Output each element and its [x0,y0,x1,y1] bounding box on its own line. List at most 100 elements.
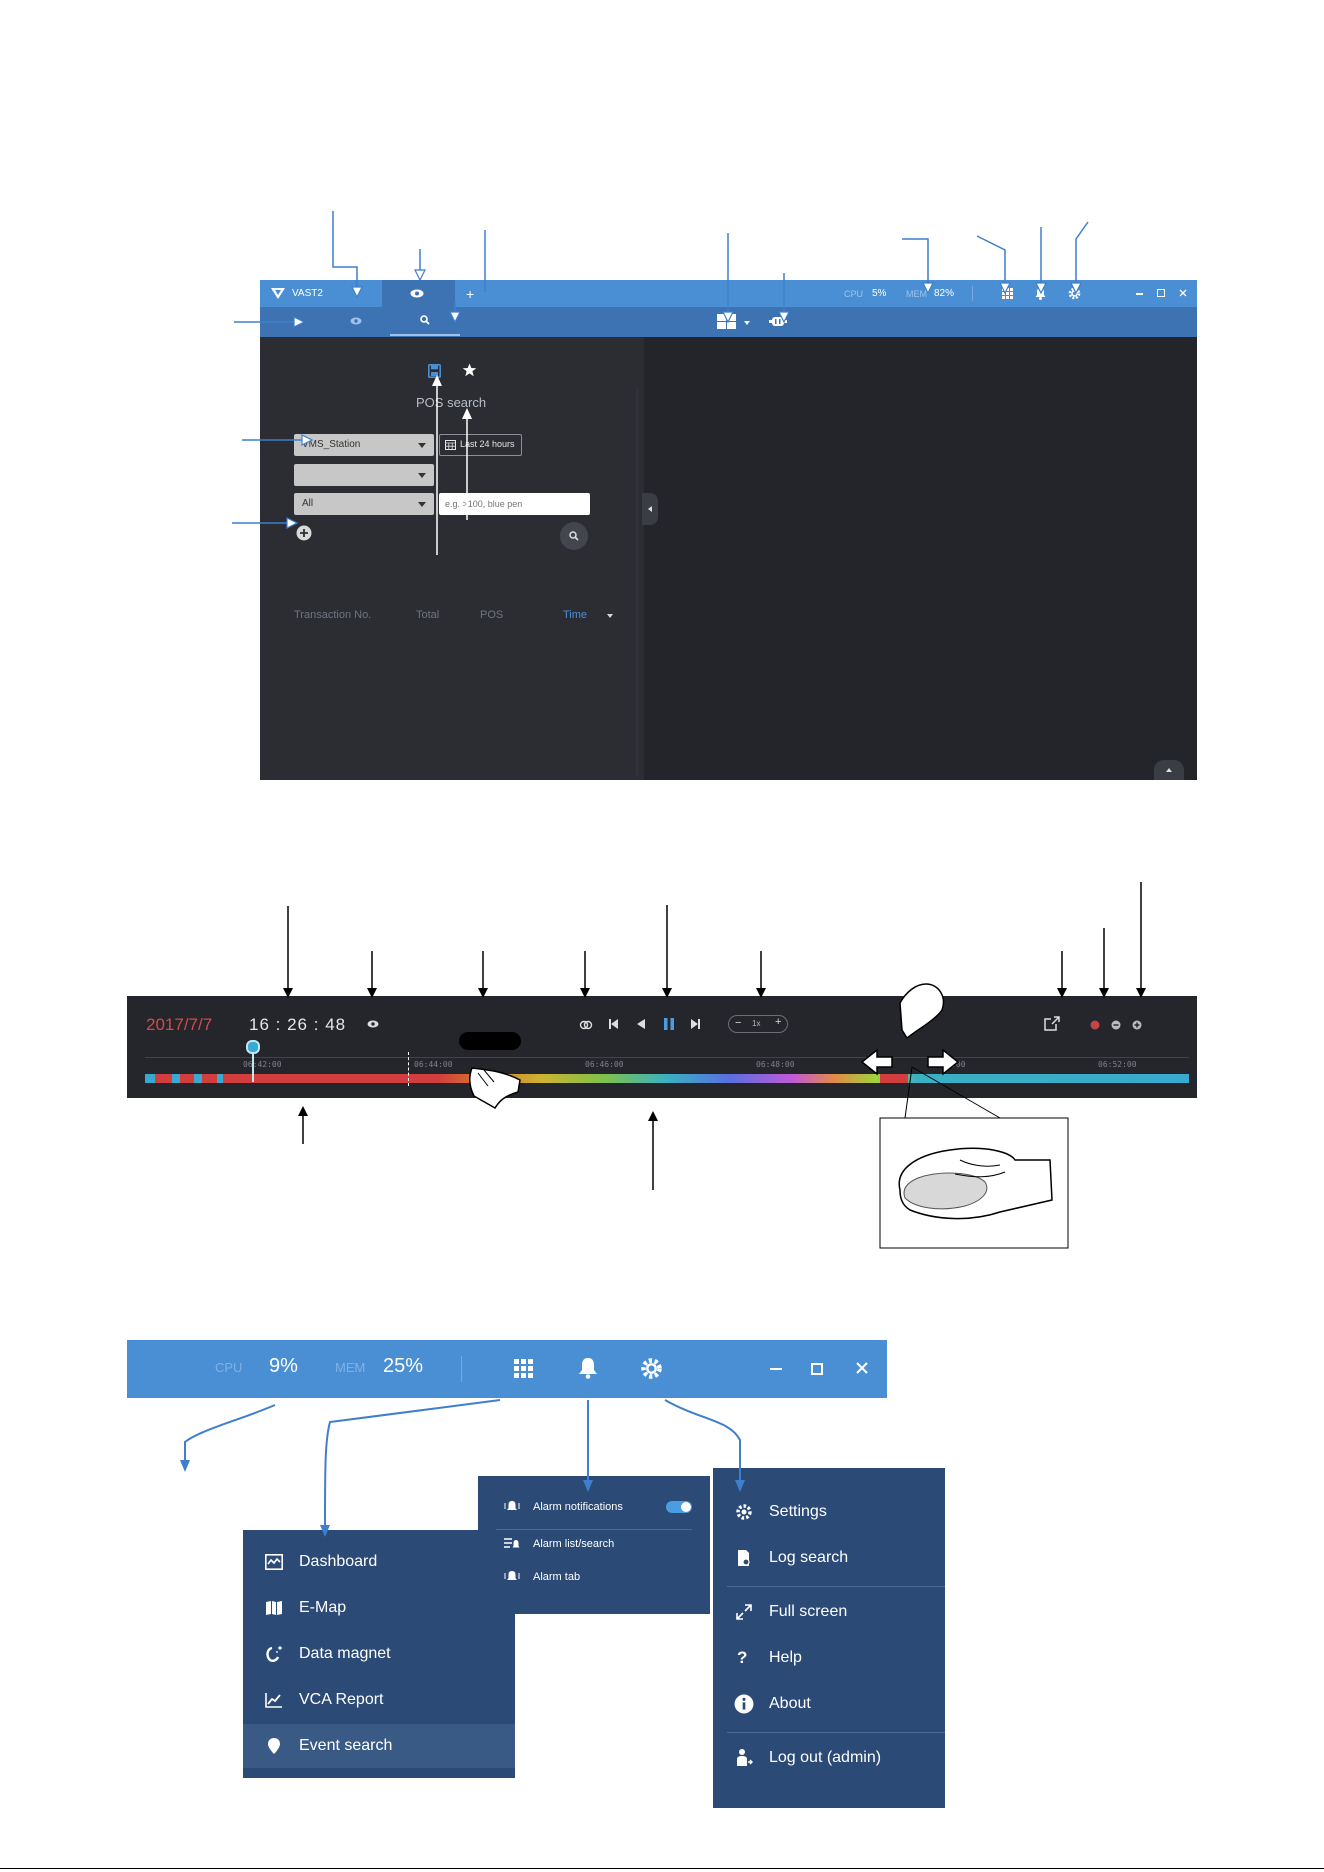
collapse-left-icon[interactable] [642,493,658,525]
maximize-icon[interactable] [811,1363,823,1375]
restore-icon[interactable] [1157,289,1165,297]
second-field[interactable]: 48 [325,1015,347,1034]
time-tooltip [459,1032,521,1050]
help-icon: ? [737,1648,748,1667]
skip-back-icon[interactable] [609,1019,618,1029]
search-icon [569,531,579,541]
menu-item-vca-report[interactable]: VCA Report [243,1680,515,1720]
time-range-label: Last 24 hours [460,439,515,449]
speed-increase-button[interactable]: + [775,1016,782,1028]
recording-gap [145,1074,155,1083]
annotation-arrows-2 [283,882,1146,1249]
second-dropdown[interactable] [294,464,434,486]
divider [461,1356,462,1382]
magnet-icon [266,1646,282,1662]
pos-search-input[interactable] [439,493,590,515]
bell-icon[interactable] [578,1357,598,1379]
menu-item-label: Dashboard [299,1553,378,1570]
sync-icon[interactable] [579,1020,593,1030]
menu-item-dashboard[interactable]: Dashboard [243,1542,515,1582]
search-button[interactable] [560,522,588,550]
zoom-out-icon[interactable] [1111,1020,1121,1030]
hand-drag-icon [469,1067,521,1110]
playhead-line [252,1052,254,1082]
apps-icon[interactable] [514,1359,533,1378]
sort-chevron-icon[interactable] [607,614,613,618]
skip-forward-icon[interactable] [691,1019,700,1029]
layout-grid-icon[interactable] [717,314,739,331]
column-total[interactable]: Total [416,609,440,621]
menu-item-label: Full screen [769,1603,848,1620]
third-dropdown[interactable]: All [294,493,434,515]
calendar-icon [445,440,456,450]
minimize-icon[interactable] [770,1368,782,1370]
reverse-play-icon[interactable] [637,1019,645,1029]
hover-indicator [408,1052,409,1086]
tab-liveview[interactable] [382,280,455,307]
menu-item-alarm-tab[interactable]: Alarm tab [533,1571,581,1583]
close-icon[interactable] [856,1362,868,1374]
eye-icon[interactable] [350,317,362,325]
playback-time: 16 : 26 : 48 [249,1015,347,1034]
menu-item-settings[interactable]: Settings [713,1492,945,1532]
arrow-right-icon [927,1048,960,1076]
export-icon[interactable] [1044,1016,1060,1031]
menu-item-data-magnet[interactable]: Data magnet [243,1634,515,1674]
plus-circle-icon[interactable] [296,525,312,541]
station-dropdown-value: VMS_Station [302,439,361,450]
divider [972,286,973,301]
menu-item-help[interactable]: ? Help [713,1638,945,1678]
timeline-track[interactable] [145,1074,1189,1083]
menu-item-label: About [769,1695,811,1712]
log-search-icon [738,1550,750,1566]
cpu-value: 5% [872,288,887,299]
menu-item-log-out[interactable]: Log out (admin) [713,1738,945,1778]
add-tab-button[interactable]: + [466,286,475,302]
menu-item-about[interactable]: About [713,1684,945,1724]
minimize-icon[interactable] [1136,293,1143,295]
mem-label: MEM [335,1360,366,1375]
speed-decrease-button[interactable]: − [735,1017,742,1029]
column-transaction-no[interactable]: Transaction No. [294,609,372,621]
zoom-in-icon[interactable] [1132,1020,1142,1030]
time-range-button[interactable]: Last 24 hours [439,434,522,456]
arrow-left-icon [860,1048,893,1076]
menu-item-log-search[interactable]: Log search [713,1538,945,1578]
event-marker[interactable] [880,1074,908,1083]
close-icon[interactable] [1179,289,1187,297]
camera-icon[interactable] [769,316,787,327]
third-dropdown-value: All [302,498,314,509]
menu-item-alarm-list[interactable]: Alarm list/search [533,1538,615,1550]
recording-gap [172,1074,180,1083]
pause-icon[interactable] [663,1018,675,1030]
station-dropdown[interactable]: VMS_Station [294,434,434,456]
scrollbar[interactable] [636,387,639,777]
speed-control[interactable]: − 1x + [728,1015,788,1033]
annotation-arrows-1 [232,211,1089,555]
menu-item-emap[interactable]: E-Map [243,1588,515,1628]
alarm-notifications-toggle[interactable] [666,1501,692,1513]
cpu-label: CPU [844,289,864,299]
eye-icon[interactable] [367,1020,379,1028]
location-pin-icon [268,1738,280,1754]
gear-icon[interactable] [640,1357,663,1380]
hand-point-icon [899,983,945,1040]
expand-up-icon[interactable] [1154,760,1184,780]
info-icon [734,1694,754,1714]
search-icon[interactable] [420,315,430,325]
chevron-down-icon[interactable] [744,321,750,325]
record-icon[interactable] [1090,1020,1100,1030]
column-time[interactable]: Time [563,609,588,621]
recording-gap [194,1074,202,1083]
menu-item-full-screen[interactable]: Full screen [713,1592,945,1632]
pos-search-panel: POS search VMS_Station Last 24 hours All… [260,337,644,780]
column-pos[interactable]: POS [480,609,504,621]
menu-item-event-search[interactable]: Event search [243,1724,515,1768]
star-icon[interactable] [462,363,477,377]
alarm-menu: Alarm notifications Alarm list/search Al… [478,1476,710,1614]
active-tab-underline [390,334,460,336]
hour-field[interactable]: 16 [249,1015,270,1034]
minute-field[interactable]: 26 [287,1015,309,1034]
save-icon[interactable] [428,364,441,378]
menu-item-label: Settings [769,1503,827,1520]
